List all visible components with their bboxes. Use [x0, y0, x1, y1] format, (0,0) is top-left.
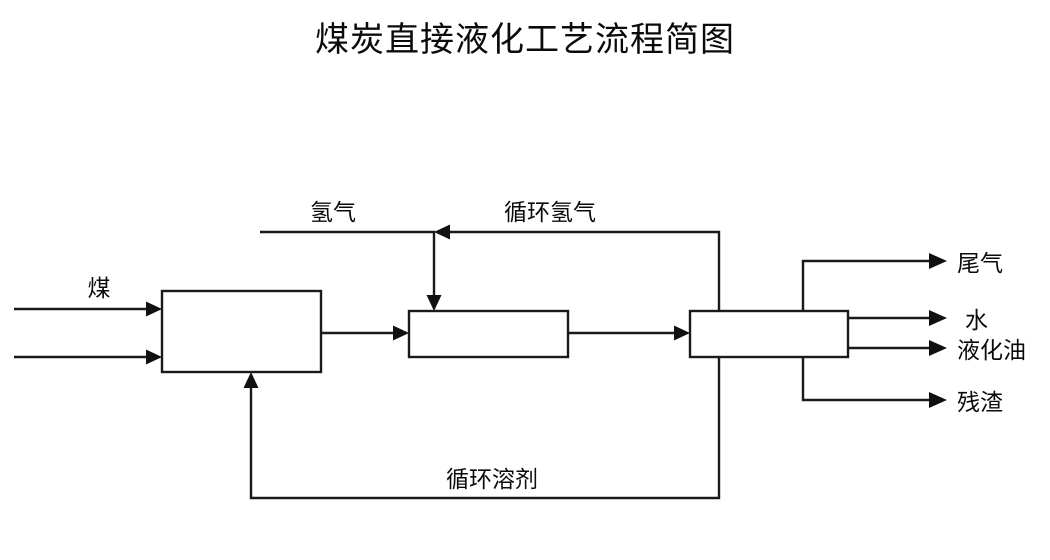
- label-tail-gas: 尾气: [957, 251, 1003, 277]
- process-unit-2[interactable]: [407, 309, 570, 359]
- process-unit-1[interactable]: [160, 289, 323, 374]
- label-liquefied-oil: 液化油: [957, 338, 1026, 364]
- label-coal: 煤: [88, 276, 111, 302]
- stream-coal-feed-upper: [14, 301, 162, 317]
- stream-unit1-to-unit2: [321, 325, 409, 341]
- stream-liquefied-oil: [848, 340, 947, 356]
- label-residue: 残渣: [957, 390, 1003, 416]
- arrow-head-unit1-unit2: [393, 325, 409, 341]
- stream-unit2-to-unit3: [568, 325, 690, 341]
- label-hydrogen: 氢气: [310, 200, 356, 226]
- stream-recycle-solvent: [243, 357, 721, 500]
- arrow-head-coal-lower: [146, 349, 162, 365]
- arrow-head-liquefied-oil: [929, 340, 947, 356]
- stream-recycle-hydrogen: [434, 224, 721, 311]
- stream-water: [848, 310, 947, 326]
- arrow-head-recycle-solvent: [243, 372, 259, 388]
- page-title: 煤炭直接液化工艺流程简图: [315, 20, 735, 60]
- label-water: 水: [965, 308, 988, 334]
- arrow-head-coal-upper: [146, 301, 162, 317]
- process-unit-3[interactable]: [688, 309, 850, 359]
- label-recycle-hydrogen: 循环氢气: [504, 200, 596, 226]
- arrow-head-tail-gas: [929, 253, 947, 269]
- arrow-head-residue: [929, 392, 947, 408]
- arrow-head-unit2-unit3: [674, 325, 690, 341]
- label-recycle-solvent: 循环溶剂: [446, 467, 538, 493]
- stream-coal-feed-lower: [14, 349, 162, 365]
- arrow-head-hydrogen: [426, 295, 442, 311]
- arrow-head-recycle-hydrogen: [434, 224, 450, 240]
- stream-residue: [801, 357, 947, 408]
- arrow-head-water: [929, 310, 947, 326]
- stream-tail-gas: [801, 253, 947, 311]
